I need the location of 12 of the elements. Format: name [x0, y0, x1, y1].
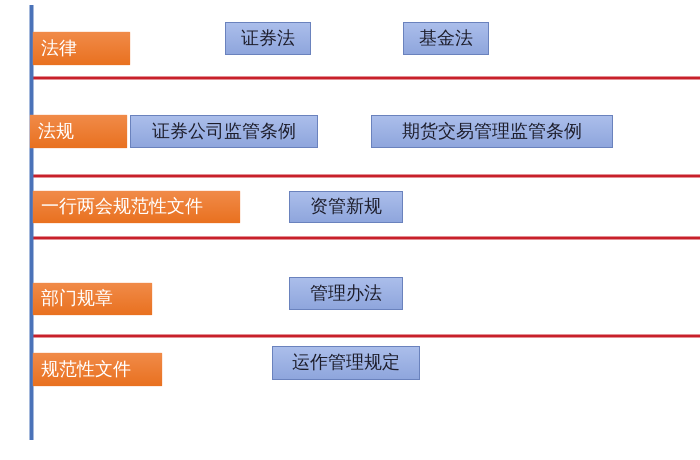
category-tag: 部门规章 — [33, 283, 152, 315]
category-tag: 法律 — [33, 32, 130, 65]
item-box: 证券法 — [225, 22, 311, 55]
category-tag: 法规 — [30, 115, 127, 148]
item-box: 证券公司监管条例 — [130, 115, 318, 148]
item-box: 运作管理规定 — [272, 346, 420, 380]
item-box: 基金法 — [403, 22, 489, 55]
category-tag: 规范性文件 — [33, 353, 162, 386]
category-tag: 一行两会规范性文件 — [33, 191, 240, 223]
item-box: 管理办法 — [289, 277, 403, 310]
item-box: 期货交易管理监管条例 — [371, 115, 613, 148]
item-box: 资管新规 — [289, 191, 403, 223]
